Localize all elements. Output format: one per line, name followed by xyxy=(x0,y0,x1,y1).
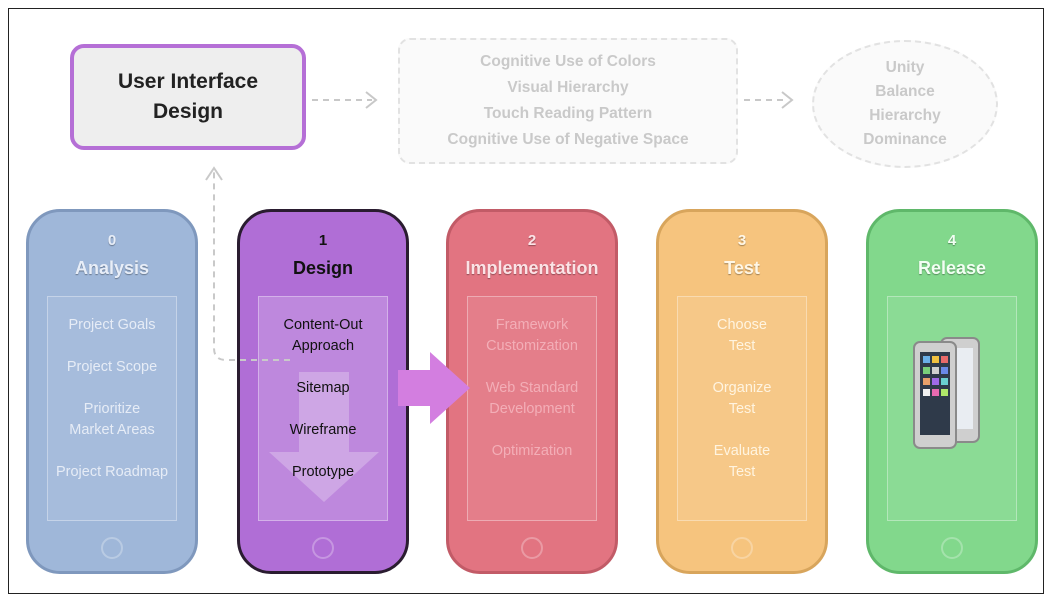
phase-item: Prioritize xyxy=(83,401,141,417)
phase-number: 1 xyxy=(318,232,328,249)
home-button-icon xyxy=(312,537,334,559)
phase-item: Sitemap xyxy=(296,380,350,396)
phase-number: 3 xyxy=(737,232,747,249)
phase-item: Evaluate xyxy=(713,443,771,459)
phase-title: Test xyxy=(724,258,760,278)
phase-item: Market Areas xyxy=(69,422,155,438)
phase-number: 2 xyxy=(527,232,537,249)
composition-item: Dominance xyxy=(863,131,947,148)
phase-item: Choose xyxy=(717,317,767,333)
phase-item: Optimization xyxy=(491,443,573,459)
home-button-icon xyxy=(941,537,963,559)
phase-screen: Content-Out Approach Sitemap Wireframe P… xyxy=(258,296,388,521)
app-grid-icon xyxy=(923,356,948,396)
phase-item: Project Roadmap xyxy=(55,464,169,480)
phase-screen xyxy=(887,296,1017,521)
principle-item: Touch Reading Pattern xyxy=(483,105,653,122)
composition-item: Hierarchy xyxy=(869,107,941,124)
phase-item: Wireframe xyxy=(289,422,357,438)
home-button-icon xyxy=(731,537,753,559)
home-button-icon xyxy=(521,537,543,559)
phase-title: Design xyxy=(292,258,353,278)
ui-design-line-1: User Interface xyxy=(117,70,259,93)
phase-title: Release xyxy=(917,258,987,278)
phase-item: Test xyxy=(728,401,756,417)
principle-item: Cognitive Use of Colors xyxy=(480,53,656,70)
phase-item: Framework xyxy=(495,317,569,333)
phase-item: Customization xyxy=(486,338,578,354)
composition-item: Unity xyxy=(885,59,925,76)
phase-item: Prototype xyxy=(291,464,355,480)
phase-item: Organize xyxy=(712,380,772,396)
principle-item: Cognitive Use of Negative Space xyxy=(447,131,689,148)
phase-item: Web Standard xyxy=(485,380,579,396)
phase-title: Analysis xyxy=(74,258,150,278)
phase-item: Content-Out xyxy=(283,317,363,333)
phase-screen: Project Goals Project Scope Prioritize M… xyxy=(47,296,177,521)
composition-item: Balance xyxy=(875,83,935,100)
phase-item: Test xyxy=(728,464,756,480)
phase-screen: Framework Customization Web Standard Dev… xyxy=(467,296,597,521)
down-arrow-icon xyxy=(269,372,379,502)
design-principles-box: Cognitive Use of Colors Visual Hierarchy… xyxy=(398,38,738,164)
phase-item: Project Goals xyxy=(68,317,156,333)
phase-title: Implementation xyxy=(465,258,599,278)
phase-card-implementation: 2 Implementation Framework Customization… xyxy=(446,209,618,574)
phase-item: Development xyxy=(489,401,575,417)
phase-item: Test xyxy=(728,338,756,354)
home-button-icon xyxy=(101,537,123,559)
phase-card-analysis: 0 Analysis Project Goals Project Scope P… xyxy=(26,209,198,574)
composition-principles-ellipse: Unity Balance Hierarchy Dominance xyxy=(812,40,998,168)
phase-card-release: 4 Release xyxy=(866,209,1038,574)
phase-number: 0 xyxy=(107,232,117,249)
phone-icon xyxy=(913,341,957,449)
phase-item: Approach xyxy=(291,338,355,354)
phase-screen: Choose Test Organize Test Evaluate Test xyxy=(677,296,807,521)
phase-number: 4 xyxy=(947,232,957,249)
ui-design-line-2: Design xyxy=(152,100,223,123)
phase-card-design: 1 Design Content-Out Approach Sitemap Wi… xyxy=(237,209,409,574)
principle-item: Visual Hierarchy xyxy=(507,79,629,96)
ui-design-box: User Interface Design xyxy=(70,44,306,150)
phase-card-test: 3 Test Choose Test Organize Test Evaluat… xyxy=(656,209,828,574)
phase-item: Project Scope xyxy=(66,359,158,375)
